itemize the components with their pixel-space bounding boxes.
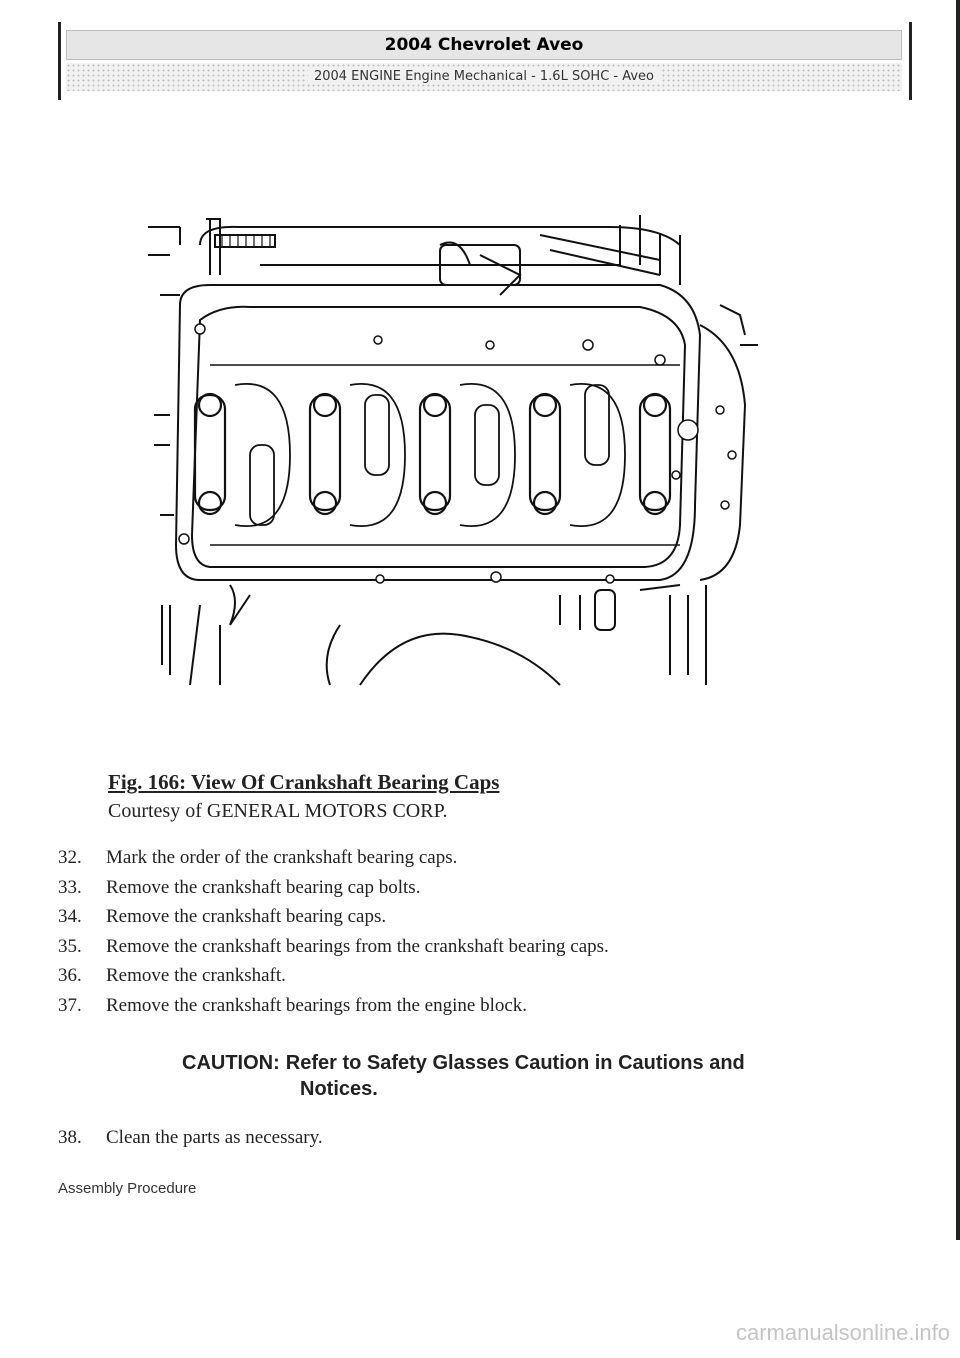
caution-label: CAUTION: [182, 1052, 280, 1074]
step-text: Remove the crankshaft bearing caps. [106, 906, 387, 927]
step-text: Remove the crankshaft bearings from the … [106, 994, 528, 1016]
step-text: Remove the crankshaft bearing cap bolts. [106, 876, 421, 898]
step-text: Mark the order of the crankshaft bearing… [106, 847, 458, 868]
caution-text-line2: Notices. [300, 1078, 378, 1100]
watermark: carmanualsonline.info [735, 1320, 950, 1345]
step-number: 38. [58, 1127, 82, 1148]
step-number: 36. [58, 965, 82, 986]
section-heading-assembly: Assembly Procedure [58, 1180, 197, 1197]
step-number: 33. [58, 876, 82, 898]
procedure-steps: 32. Mark the order of the crankshaft bear… [58, 843, 609, 1020]
page-edge-bar [956, 0, 960, 1240]
step-item: 35. Remove the crankshaft bearings from t… [58, 932, 609, 962]
header-frame [58, 22, 912, 100]
step-text: Remove the crankshaft bearings from the … [106, 935, 609, 957]
caution-text-line1: Refer to Safety Glasses Caution in Cauti… [285, 1052, 745, 1074]
step-number: 34. [58, 906, 82, 927]
crankshaft-bearing-caps-illustration [148, 215, 758, 686]
document-subtitle: 2004 ENGINE Engine Mechanical - 1.6L SOH… [66, 63, 902, 91]
document-title: 2004 Chevrolet Aveo [66, 30, 902, 60]
step-item: 38. Clean the parts as necessary. [58, 1127, 323, 1149]
step-number: 32. [58, 847, 82, 868]
step-number: 35. [58, 935, 82, 957]
figure-caption: Fig. 166: View Of Crankshaft Bearing Cap… [108, 770, 500, 794]
step-item: 37. Remove the crankshaft bearings from t… [58, 991, 609, 1021]
step-number: 37. [58, 994, 82, 1016]
step-text: Remove the crankshaft. [106, 965, 286, 986]
step-item: 36. Remove the crankshaft. [58, 961, 609, 991]
figure-courtesy: Courtesy of GENERAL MOTORS CORP. [108, 800, 448, 822]
step-item: 32. Mark the order of the crankshaft bear… [58, 843, 609, 873]
step-text: Clean the parts as necessary. [106, 1127, 323, 1148]
caution-note: CAUTION:Refer to Safety Glasses Caution … [182, 1050, 842, 1102]
step-item: 33. Remove the crankshaft bearing cap bol… [58, 873, 609, 903]
step-item: 34. Remove the crankshaft bearing caps. [58, 902, 609, 932]
document-subtitle-text: 2004 ENGINE Engine Mechanical - 1.6L SOH… [307, 69, 661, 84]
